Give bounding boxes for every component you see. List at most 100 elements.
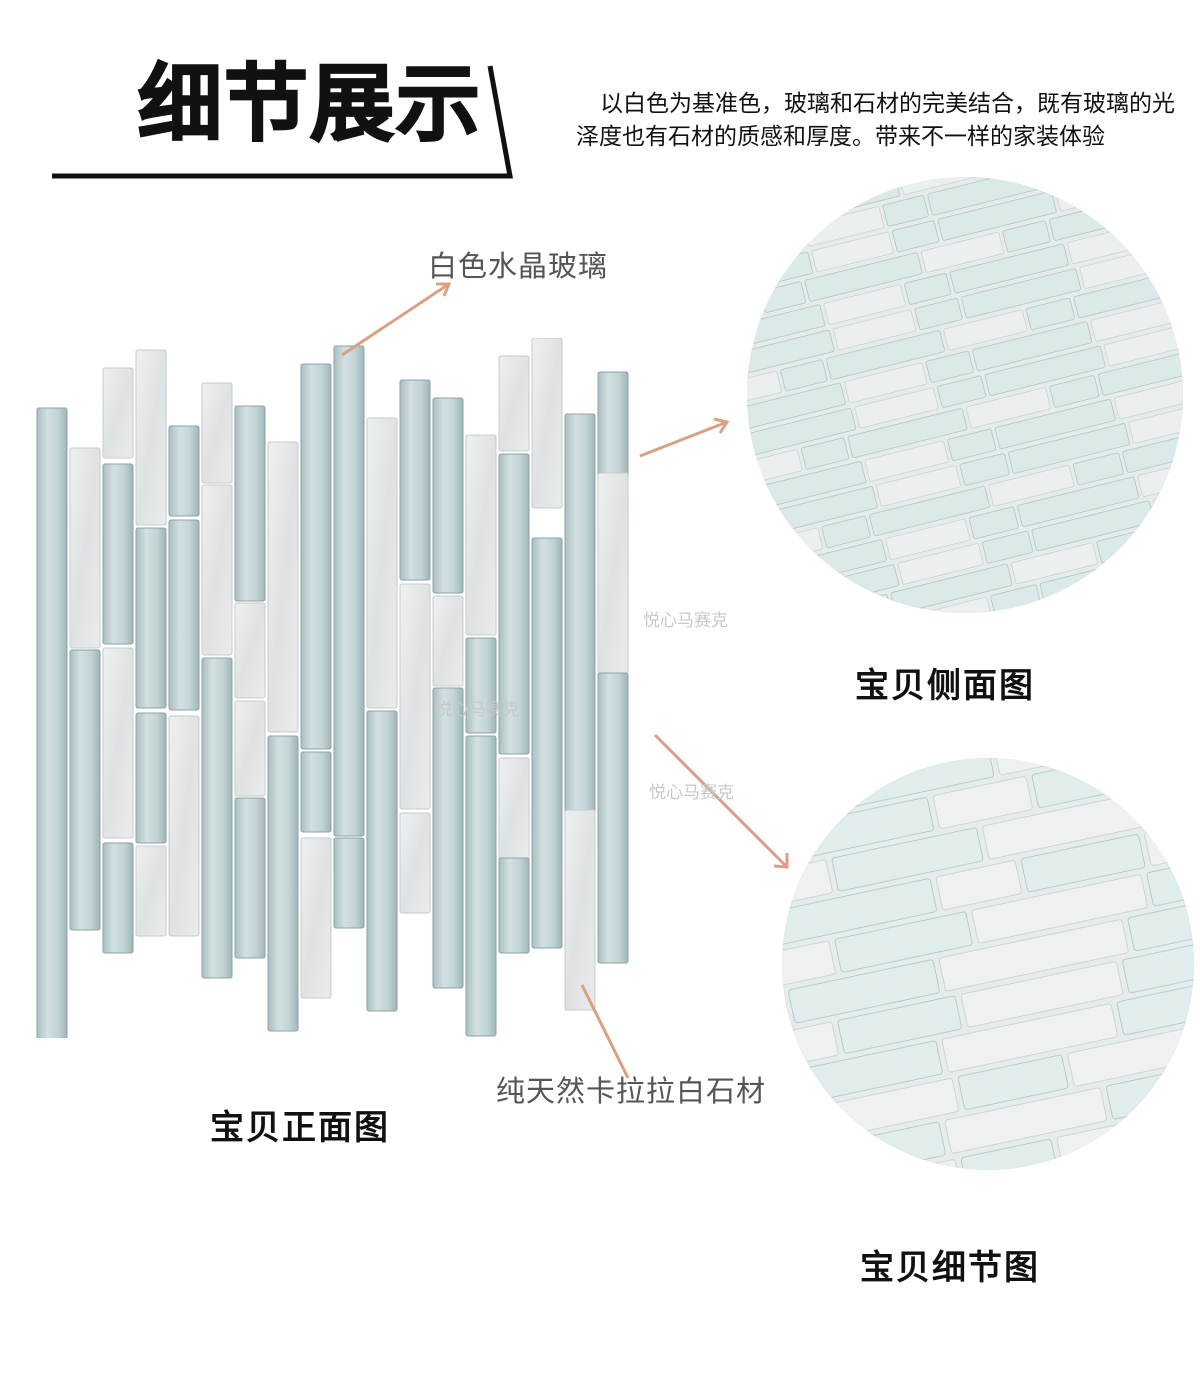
mosaic-tile bbox=[1017, 476, 1140, 528]
mosaic-tile bbox=[168, 425, 200, 517]
mosaic-tile bbox=[882, 195, 929, 227]
side-view-caption: 宝贝侧面图 bbox=[855, 666, 1035, 706]
mosaic-tile bbox=[333, 345, 365, 837]
mosaic-tile bbox=[920, 231, 1004, 273]
mosaic-tile bbox=[747, 177, 792, 223]
glass-callout-label: 白色水晶玻璃 bbox=[428, 249, 609, 283]
mosaic-tile bbox=[201, 484, 233, 656]
mosaic-tile bbox=[904, 272, 952, 305]
mosaic-tile bbox=[135, 845, 167, 937]
mosaic-tile bbox=[69, 447, 101, 649]
mosaic-tile bbox=[234, 700, 266, 797]
mosaic-tile bbox=[854, 387, 939, 429]
stone-callout-label: 纯天然卡拉拉白石材 bbox=[496, 1074, 767, 1108]
mosaic-tile bbox=[300, 363, 332, 750]
mosaic-tile bbox=[885, 518, 971, 560]
mosaic-tile bbox=[597, 472, 629, 674]
mosaic-tile bbox=[747, 407, 857, 458]
mosaic-tile bbox=[1119, 607, 1173, 613]
mosaic-tile bbox=[168, 715, 200, 937]
mosaic-tile bbox=[102, 367, 134, 459]
mosaic-tile bbox=[102, 463, 134, 645]
mosaic-tile bbox=[984, 345, 1106, 397]
mosaic-tile bbox=[135, 349, 167, 526]
mosaic-tile bbox=[1128, 401, 1183, 444]
mosaic-tile bbox=[834, 911, 973, 973]
mosaic-tile bbox=[399, 379, 431, 581]
mosaic-tile bbox=[135, 527, 167, 709]
mosaic-tile bbox=[747, 515, 760, 548]
mosaic-tile bbox=[960, 961, 1124, 1028]
mosaic-tile bbox=[837, 995, 962, 1054]
page-title: 细节展示 bbox=[137, 55, 483, 153]
mosaic-tile bbox=[1097, 345, 1183, 396]
mosaic-tile bbox=[971, 874, 1148, 944]
mosaic-tile bbox=[982, 530, 1034, 564]
mosaic-tile bbox=[432, 397, 464, 594]
mosaic-tile bbox=[1137, 177, 1183, 191]
mosaic-tile bbox=[201, 657, 233, 979]
mosaic-tile bbox=[844, 362, 928, 404]
mosaic-tile bbox=[102, 647, 134, 839]
mosaic-tile bbox=[102, 842, 134, 954]
mosaic-tile bbox=[804, 252, 923, 302]
mosaic-tile bbox=[1127, 896, 1194, 952]
mosaic-tile bbox=[876, 465, 962, 507]
mosaic-tile bbox=[36, 407, 68, 1038]
mosaic-tile bbox=[1149, 211, 1183, 244]
detail-view-caption: 宝贝细节图 bbox=[860, 1248, 1040, 1288]
mosaic-tile bbox=[531, 338, 563, 509]
mosaic-tile bbox=[968, 506, 1019, 540]
mosaic-tile bbox=[747, 203, 785, 235]
mosaic-tile bbox=[1162, 235, 1183, 269]
mosaic-tile bbox=[465, 735, 497, 1037]
mosaic-tile bbox=[1043, 177, 1127, 187]
mosaic-tile bbox=[1190, 1073, 1194, 1143]
mosaic-tile bbox=[1174, 288, 1183, 321]
mosaic-tile bbox=[1171, 764, 1194, 820]
mosaic-tile bbox=[1168, 758, 1194, 779]
mosaic-tile bbox=[1055, 177, 1140, 212]
mosaic-tile bbox=[1004, 608, 1057, 613]
mosaic-tile bbox=[747, 382, 846, 433]
mosaic-tile bbox=[1103, 324, 1183, 367]
mosaic-tile bbox=[864, 440, 949, 482]
mosaic-tile bbox=[1095, 1132, 1194, 1170]
mosaic-tile bbox=[994, 398, 1116, 450]
mosaic-tile bbox=[747, 527, 824, 569]
mosaic-tile bbox=[949, 243, 1069, 294]
mosaic-tile bbox=[69, 649, 101, 931]
mosaic-tile bbox=[944, 1087, 1108, 1154]
mosaic-tile bbox=[1002, 220, 1051, 253]
mosaic-tile bbox=[758, 605, 844, 613]
mosaic-tile bbox=[847, 408, 968, 459]
mosaic-tile bbox=[498, 757, 530, 864]
mosaic-tile bbox=[782, 878, 937, 946]
mosaic-tile bbox=[1144, 799, 1194, 866]
mosaic-tile bbox=[1167, 177, 1183, 212]
mosaic-tile bbox=[960, 1138, 1058, 1170]
mosaic-tile bbox=[267, 735, 299, 1032]
mosaic-tile bbox=[399, 812, 431, 914]
detail-view-image bbox=[782, 758, 1194, 1170]
mosaic-tile bbox=[937, 191, 1057, 241]
mosaic-tile bbox=[747, 449, 803, 490]
mosaic-tile bbox=[1122, 943, 1194, 994]
mosaic-tile bbox=[825, 330, 945, 380]
mosaic-tile bbox=[961, 268, 1082, 319]
mosaic-tile bbox=[234, 797, 266, 959]
mosaic-tile bbox=[947, 428, 997, 462]
mosaic-tile bbox=[135, 712, 167, 844]
side-view-image bbox=[747, 177, 1183, 613]
mosaic-tile bbox=[782, 778, 830, 838]
mosaic-front-image bbox=[36, 338, 642, 1038]
mosaic-tile bbox=[831, 827, 984, 892]
mosaic-tile bbox=[465, 637, 497, 734]
mosaic-tile bbox=[234, 405, 266, 602]
mosaic-tile bbox=[823, 284, 906, 325]
mosaic-tile bbox=[759, 281, 807, 313]
mosaic-tile bbox=[1020, 833, 1146, 893]
mosaic-tile bbox=[821, 1121, 946, 1170]
mosaic-tile bbox=[747, 329, 835, 380]
mosaic-tile bbox=[780, 359, 828, 392]
